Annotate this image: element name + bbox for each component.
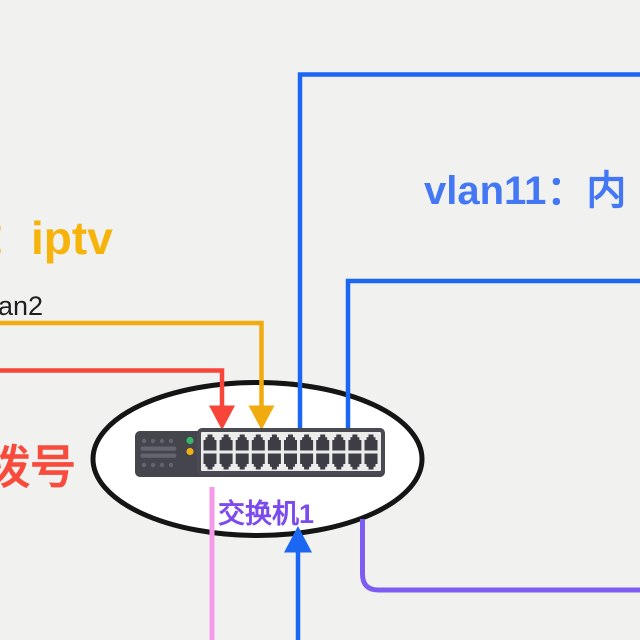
uplink-arrow bbox=[284, 526, 312, 640]
iptv-arrowhead-icon bbox=[248, 405, 275, 430]
dial-label: 拨号 bbox=[0, 441, 76, 493]
dial-arrowhead-icon bbox=[209, 405, 235, 430]
lan2-label: an2 bbox=[0, 291, 43, 321]
switch-name-label: 交换机1 bbox=[218, 498, 314, 529]
dial-link-line bbox=[0, 368, 225, 407]
purple-link-line bbox=[360, 519, 640, 593]
network-switch-icon bbox=[135, 428, 385, 477]
iptv-link bbox=[0, 320, 275, 430]
iptv-link-line bbox=[0, 320, 264, 407]
vlan11-link-a bbox=[297, 72, 640, 430]
switch-vents bbox=[140, 438, 177, 468]
uplink-arrowhead-icon bbox=[284, 526, 312, 553]
led-amber-icon bbox=[186, 447, 194, 456]
dial-link bbox=[0, 368, 235, 430]
vlan11-label: vlan11：内 bbox=[424, 169, 626, 213]
iptv-label: ：iptv bbox=[0, 212, 113, 264]
vlan11-link-b bbox=[345, 278, 640, 430]
led-green-icon bbox=[186, 436, 194, 445]
